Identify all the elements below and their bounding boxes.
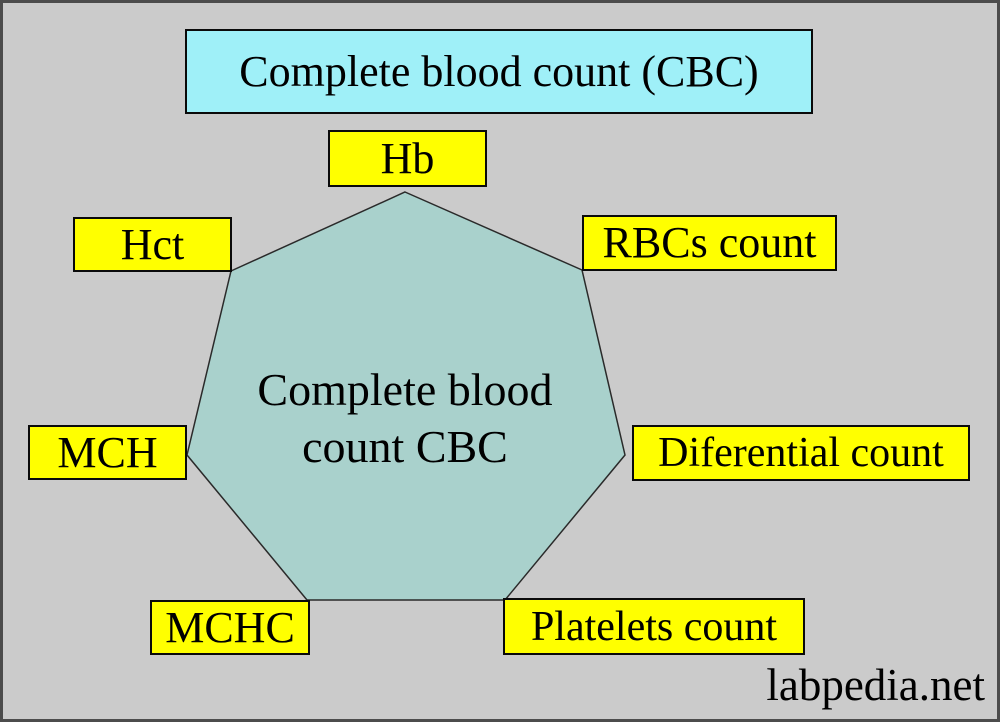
watermark-labpedia: labpedia.net: [766, 660, 985, 710]
heptagon-shape: [186, 191, 626, 601]
heptagon-center-label-line1: Complete blood: [257, 364, 553, 415]
label-platelets-count: Platelets count: [503, 598, 805, 655]
heptagon-center-label-line2: count CBC: [302, 421, 508, 472]
label-rbcs-count: RBCs count: [582, 215, 837, 271]
heptagon-polygon: [186, 191, 626, 601]
label-hb: Hb: [328, 130, 487, 187]
label-mch: MCH: [28, 425, 187, 480]
heptagon-center-label: Complete blood count CBC: [205, 361, 605, 475]
label-mchc: MCHC: [150, 600, 310, 655]
label-hct: Hct: [73, 217, 232, 272]
diagram-title: Complete blood count (CBC): [185, 29, 813, 114]
label-differential-count: Diferential count: [632, 425, 970, 481]
